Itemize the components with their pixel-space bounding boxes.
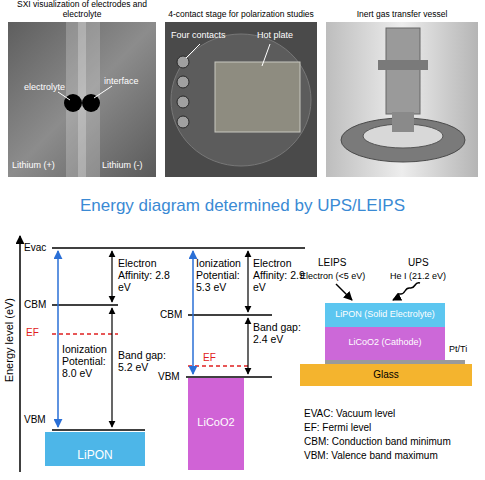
node-label: interface (104, 76, 154, 86)
gap-arrow-part (247, 251, 248, 312)
gap-arrow-part (247, 318, 248, 374)
stage-photo-part (171, 34, 311, 166)
node-label: LiPON (Solid Electrolyte) (325, 309, 445, 319)
probe-beam (336, 283, 420, 300)
photo-panel: Inert gas transfer vessel (326, 22, 478, 177)
node-label: Lithium (+) (12, 160, 72, 170)
energy-value: Electron Affinity: 2.9 eV (253, 258, 307, 293)
axis-title: Energy level (eV) (3, 280, 15, 400)
energy-value: Band gap: 5.2 eV (118, 350, 176, 374)
energy-value: Ionization Potential: 8.0 eV (62, 344, 110, 379)
stage-photo-part (177, 116, 189, 128)
stage-photo-part (177, 76, 189, 88)
sxi-photo-part (82, 94, 100, 112)
key-entry: EF: Fermi level (304, 422, 474, 433)
node-label: Glass (300, 369, 472, 381)
node-label: Lithium (-) (102, 160, 154, 170)
sxi-photo-part (94, 86, 112, 98)
layer-box: LiCoO2 (Cathode) (325, 327, 445, 360)
layer-box: Glass (300, 364, 472, 386)
section-title: Energy diagram determined by UPS/LEIPS (0, 196, 485, 216)
node-label: LiCoO2 (Cathode) (325, 337, 445, 347)
node-label: Pt/Ti (449, 344, 483, 354)
node-label: LiPON (45, 449, 145, 463)
vessel-photo-part (378, 60, 428, 70)
vessel-photo-part (326, 22, 478, 177)
energy-level-line-part (188, 314, 272, 316)
node-label: Hot plate (257, 30, 313, 40)
level-name: CBM (160, 309, 188, 320)
sxi-photo-part (58, 92, 70, 100)
node-label: Four contacts (171, 30, 243, 40)
ionization-arrow-part (192, 251, 194, 374)
energy-axis-part (19, 236, 21, 472)
photo-panel: SXI visualization of electrodes and elec… (8, 22, 156, 177)
photo-panel: 4-contact stage for polarization studies… (165, 22, 317, 177)
level-name: EF (26, 327, 50, 338)
stage-photo (165, 22, 317, 177)
probe-beam-part (336, 284, 352, 300)
stage-photo-part (165, 22, 317, 177)
material-band: LiCoO2 (188, 378, 244, 470)
energy-level-line-part (52, 304, 118, 306)
level-name: CBM (24, 299, 54, 310)
gap-arrow-part (111, 308, 112, 427)
panel-caption: Inert gas transfer vessel (316, 10, 485, 20)
energy-level-line-part (52, 247, 305, 249)
probe-beam-part (393, 283, 420, 300)
method-name: UPS (408, 257, 438, 268)
panel-caption: SXI visualization of electrodes and elec… (0, 0, 166, 20)
key-entry: EVAC: Vacuum level (304, 408, 474, 419)
fermi-level-line-part (52, 333, 118, 335)
vessel-photo-part (386, 28, 420, 114)
energy-axis (20, 236, 21, 472)
ionization-arrow (58, 251, 193, 427)
node-label: electrolyte (24, 82, 86, 92)
vessel-photo-part (392, 112, 414, 132)
level-name: EF (203, 352, 227, 363)
energy-value: Band gap: 2.4 eV (253, 322, 311, 346)
probe-note: Electron (<5 eV) (300, 271, 382, 281)
node-label: LiCoO2 (188, 416, 244, 429)
level-name: VBM (158, 371, 188, 382)
energy-value: Ionization Potential: 5.3 eV (196, 258, 246, 293)
stage-photo-part (186, 44, 200, 58)
sxi-photo-part (8, 22, 156, 177)
level-name: Evac (24, 242, 54, 253)
energy-level-line-part (52, 429, 145, 431)
energy-value: Electron Affinity: 2.8 eV (118, 258, 178, 293)
stage-photo-part (262, 44, 270, 66)
method-name: LEIPS (318, 257, 358, 268)
vessel-photo (326, 22, 478, 177)
stage-photo-part (177, 96, 189, 108)
material-band: LiPON (45, 432, 145, 466)
probe-note: He I (21.2 eV) (390, 271, 470, 281)
sxi-photo-part (64, 94, 82, 112)
key-entry: VBM: Valence band maximum (304, 450, 474, 461)
layer-box: LiPON (Solid Electrolyte) (325, 303, 445, 327)
stage-photo-part (215, 62, 300, 132)
level-name: VBM (24, 414, 54, 425)
panel-caption: 4-contact stage for polarization studies (155, 10, 327, 20)
gap-arrow-part (111, 251, 112, 302)
key-entry: CBM: Conduction band minimum (304, 436, 474, 447)
ionization-arrow-part (57, 251, 59, 427)
stage-photo-part (177, 56, 189, 68)
sxi-photo (8, 22, 156, 177)
fermi-level-line-part (188, 365, 248, 367)
